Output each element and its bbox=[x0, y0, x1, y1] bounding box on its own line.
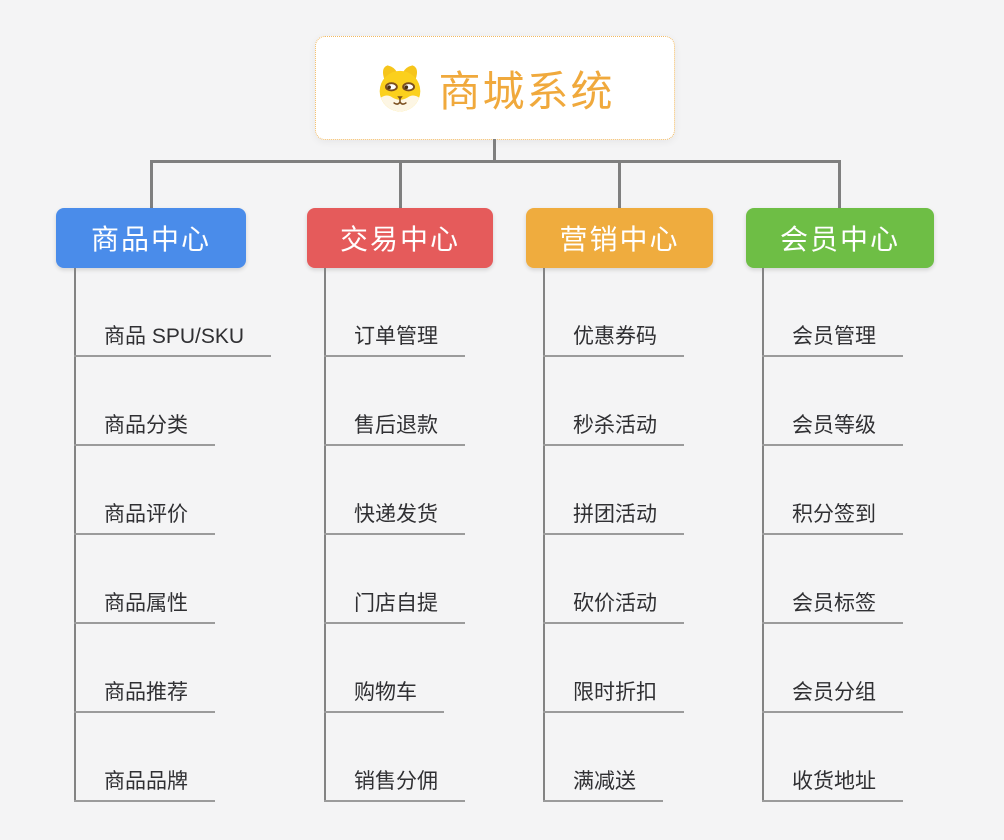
branch-trunk-marketing bbox=[543, 268, 545, 802]
dog-face-icon bbox=[380, 65, 421, 112]
leaf-item[interactable]: 商品品牌 bbox=[74, 769, 215, 802]
root-topic-title: 商城系统 bbox=[438, 67, 615, 115]
leaf-item[interactable]: 会员管理 bbox=[762, 324, 903, 357]
connector-bus bbox=[150, 160, 841, 163]
leaf-item[interactable]: 满减送 bbox=[543, 769, 663, 802]
connector-drop-trade bbox=[399, 160, 402, 208]
leaf-item[interactable]: 商品评价 bbox=[74, 502, 215, 535]
leaf-item[interactable]: 优惠券码 bbox=[543, 324, 684, 357]
branch-trunk-product bbox=[74, 268, 76, 802]
leaf-column-product: 商品 SPU/SKU 商品分类 商品评价 商品属性 商品推荐 商品品牌 bbox=[74, 0, 334, 840]
branch-product-center[interactable]: 商品中心 bbox=[56, 208, 246, 268]
leaf-item[interactable]: 会员等级 bbox=[762, 413, 903, 446]
leaf-item[interactable]: 销售分佣 bbox=[324, 769, 465, 802]
connector-root-drop bbox=[493, 139, 496, 162]
leaf-column-member: 会员管理 会员等级 积分签到 会员标签 会员分组 收货地址 bbox=[762, 0, 1004, 840]
branch-member-center[interactable]: 会员中心 bbox=[746, 208, 934, 268]
branch-marketing-center[interactable]: 营销中心 bbox=[526, 208, 713, 268]
leaf-item[interactable]: 积分签到 bbox=[762, 502, 903, 535]
leaf-item[interactable]: 收货地址 bbox=[762, 769, 903, 802]
leaf-column-marketing: 优惠券码 秒杀活动 拼团活动 砍价活动 限时折扣 满减送 bbox=[543, 0, 803, 840]
branch-trunk-member bbox=[762, 268, 764, 802]
leaf-item[interactable]: 门店自提 bbox=[324, 591, 465, 624]
leaf-item[interactable]: 商品推荐 bbox=[74, 680, 215, 713]
branch-trunk-trade bbox=[324, 268, 326, 802]
connector-drop-product bbox=[150, 160, 153, 208]
leaf-item[interactable]: 售后退款 bbox=[324, 413, 465, 446]
leaf-column-trade: 订单管理 售后退款 快递发货 门店自提 购物车 销售分佣 bbox=[324, 0, 584, 840]
leaf-item[interactable]: 会员分组 bbox=[762, 680, 903, 713]
leaf-item[interactable]: 秒杀活动 bbox=[543, 413, 684, 446]
connector-drop-member bbox=[838, 160, 841, 208]
leaf-item[interactable]: 拼团活动 bbox=[543, 502, 684, 535]
leaf-item[interactable]: 会员标签 bbox=[762, 591, 903, 624]
leaf-item[interactable]: 砍价活动 bbox=[543, 591, 684, 624]
branch-trade-center[interactable]: 交易中心 bbox=[307, 208, 493, 268]
connector-drop-marketing bbox=[618, 160, 621, 208]
leaf-item[interactable]: 限时折扣 bbox=[543, 680, 684, 713]
leaf-item[interactable]: 商品 SPU/SKU bbox=[74, 324, 272, 357]
root-topic[interactable]: 商城系统 bbox=[315, 36, 675, 140]
leaf-item[interactable]: 购物车 bbox=[324, 680, 444, 713]
leaf-item[interactable]: 商品属性 bbox=[74, 591, 215, 624]
leaf-item[interactable]: 订单管理 bbox=[324, 324, 465, 357]
leaf-item[interactable]: 快递发货 bbox=[324, 502, 465, 535]
leaf-item[interactable]: 商品分类 bbox=[74, 413, 215, 446]
